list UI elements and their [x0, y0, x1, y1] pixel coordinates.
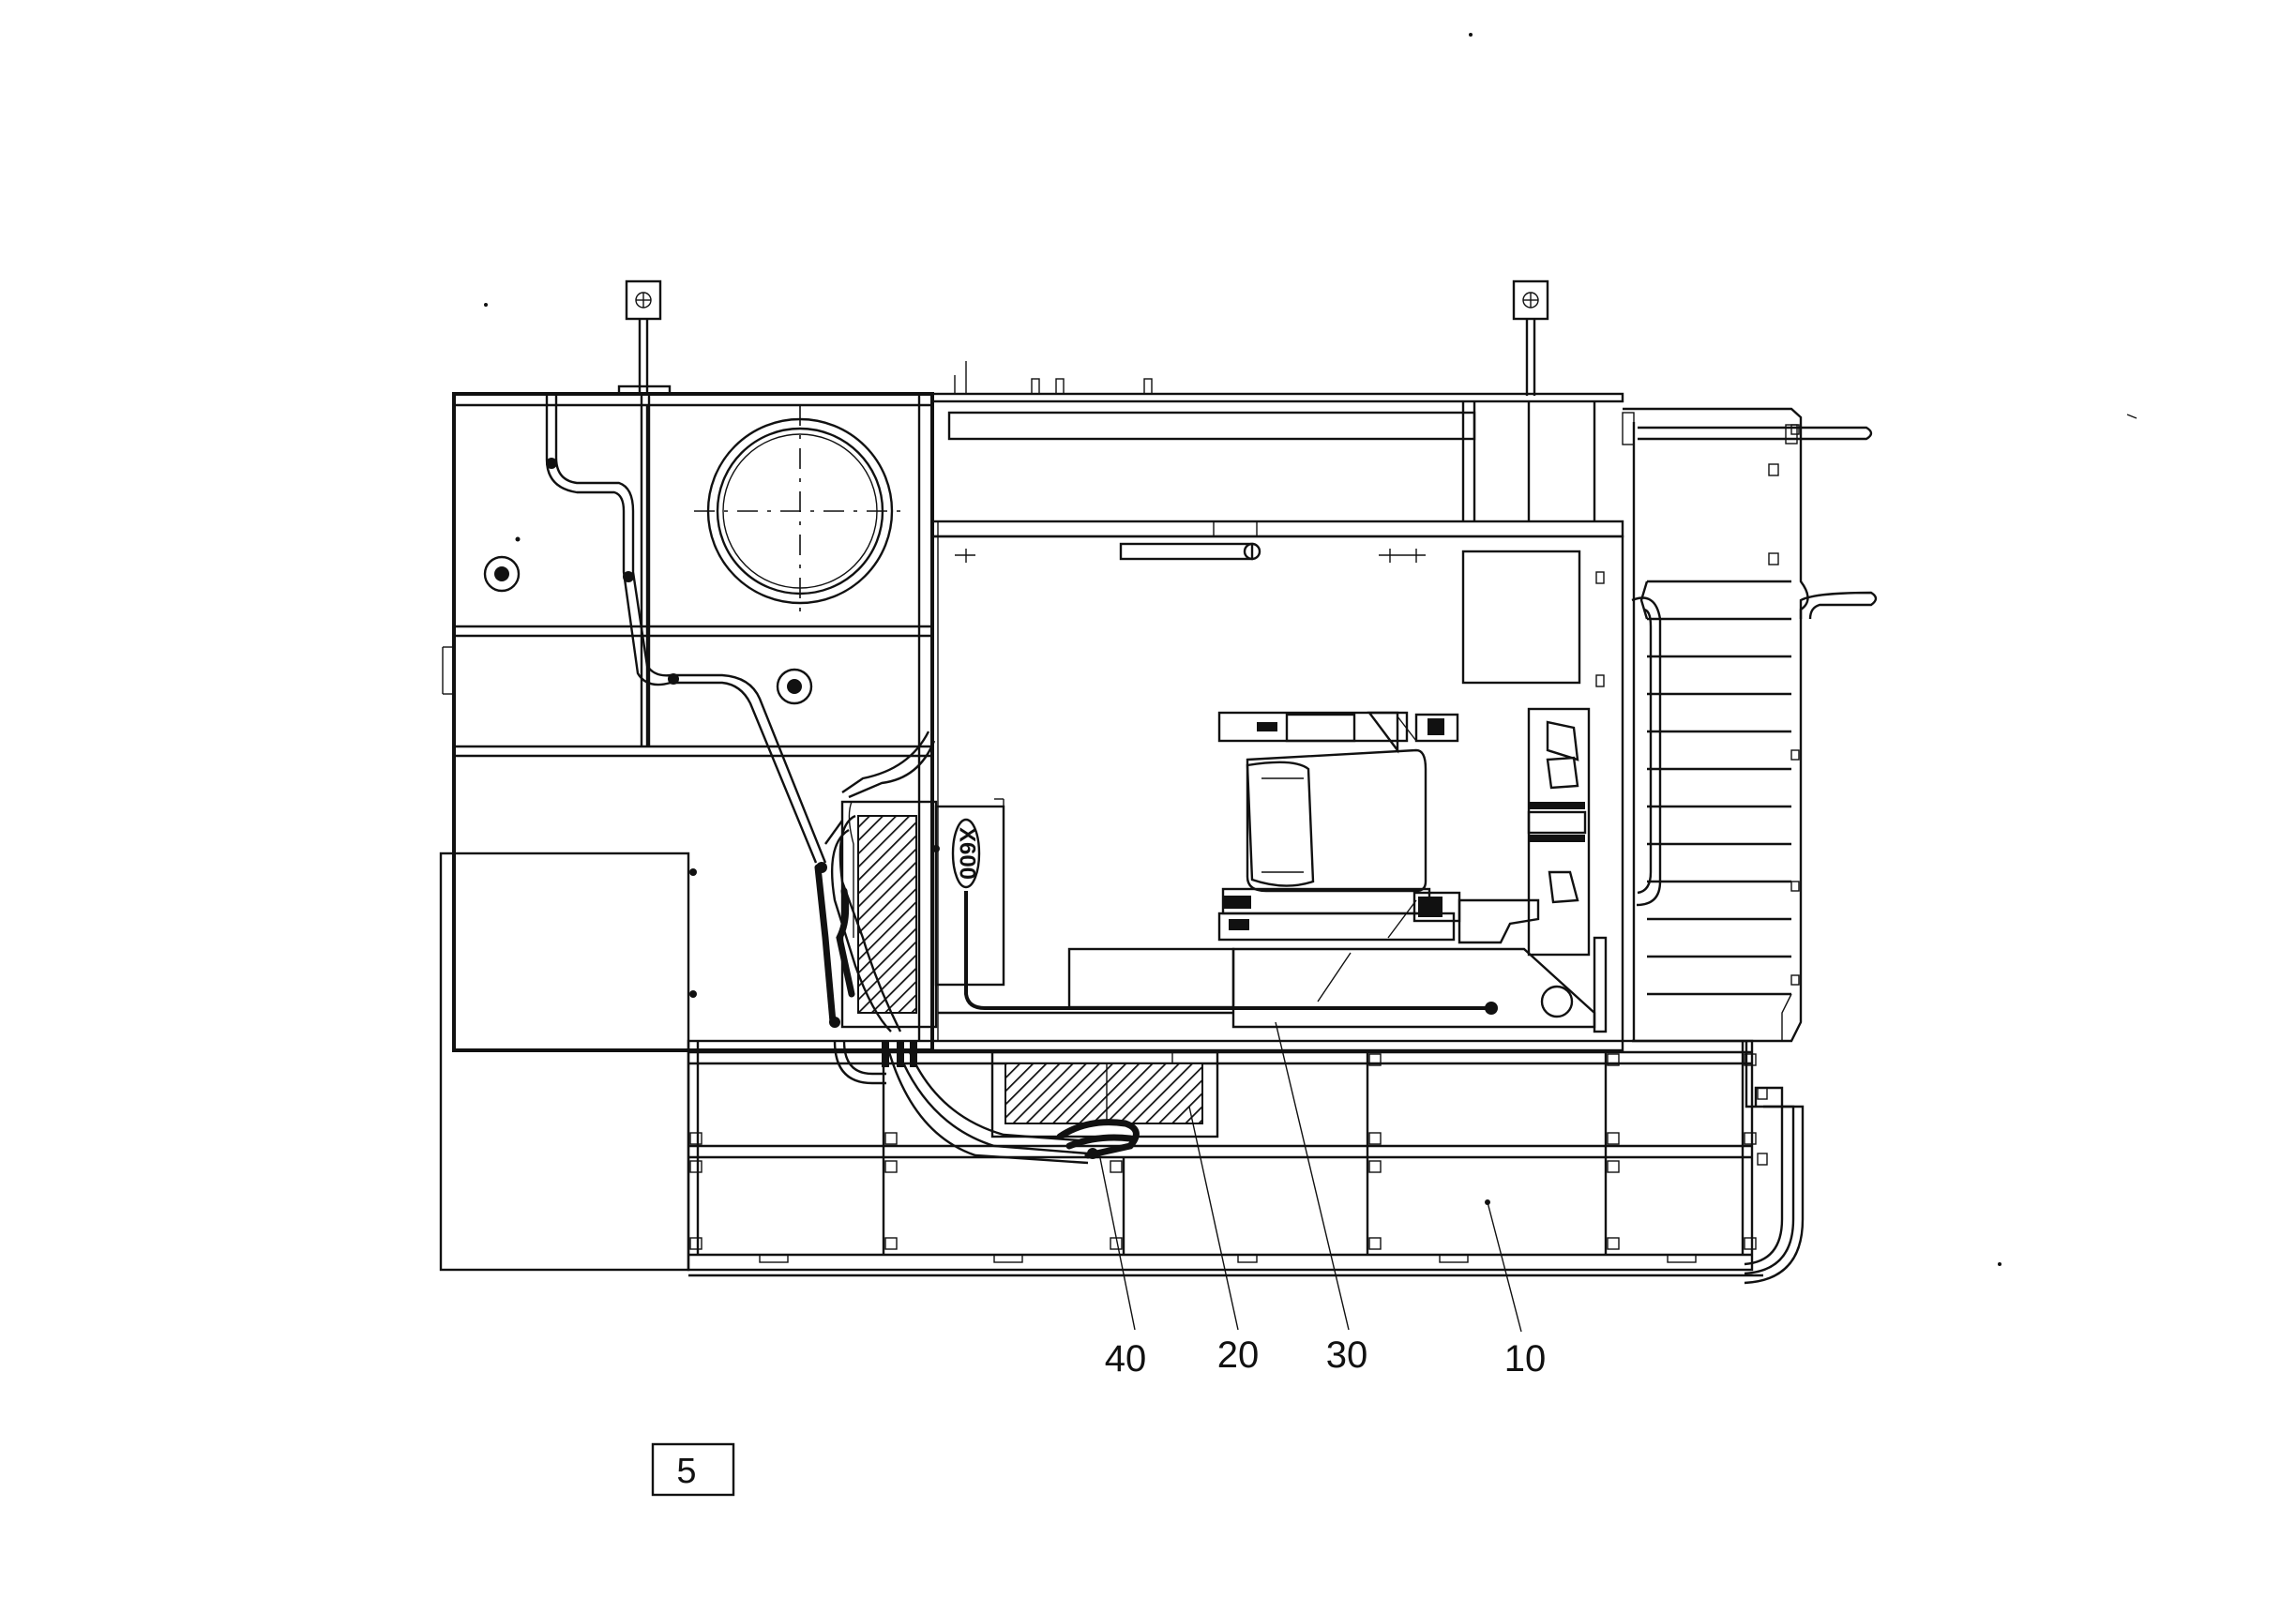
- x600-connector: X600: [932, 798, 1005, 987]
- page-marker-number: 5: [676, 1452, 696, 1491]
- handrail: [1631, 596, 1662, 907]
- circular-inspection-port: [694, 405, 906, 617]
- mounting-bracket-left: [617, 279, 672, 396]
- top-right-handrails: [1622, 412, 1878, 620]
- scan-specks: [484, 33, 2137, 1266]
- pedal-block: [1527, 707, 1591, 957]
- lower-left-box: [439, 852, 697, 1272]
- hatched-radiator-upper: [840, 800, 938, 1029]
- control-lever-lower: [1387, 891, 1540, 944]
- operator-seat: [1217, 711, 1456, 942]
- mounting-bracket-right: [1512, 279, 1549, 396]
- hydraulic-hoses: [814, 731, 936, 1033]
- filler-cap-center: [776, 668, 813, 705]
- x600-label: X600: [955, 827, 980, 880]
- side-console: [938, 936, 1608, 1033]
- leader-lines: [1098, 1021, 1522, 1333]
- x600-cable: [964, 891, 1498, 1015]
- filler-cap-left: [483, 536, 521, 593]
- control-lever-upper: [1397, 713, 1459, 743]
- vertical-pipe: [545, 394, 827, 864]
- platform-frame: [687, 1039, 1763, 1277]
- cab-floor: [930, 535, 1624, 1052]
- callout-30: 30: [1326, 1334, 1368, 1376]
- callout-40: 40: [1105, 1338, 1147, 1379]
- hose-bundle: [833, 1040, 1140, 1165]
- callout-10: 10: [1504, 1338, 1547, 1379]
- page-marker: 5: [651, 1442, 735, 1497]
- callout-20: 20: [1217, 1334, 1260, 1376]
- lower-right-guard: [1744, 1041, 1805, 1285]
